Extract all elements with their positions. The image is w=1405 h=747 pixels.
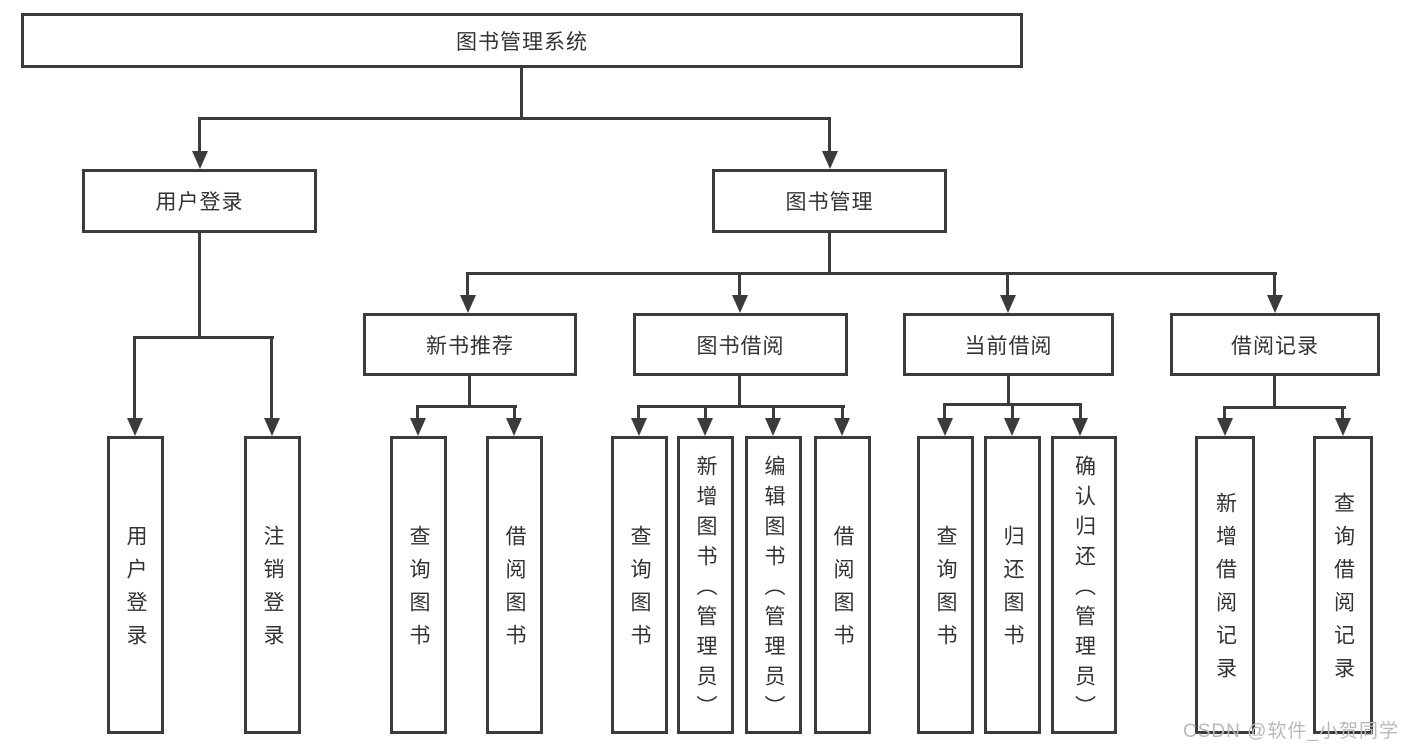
connector-line — [1273, 376, 1276, 409]
node-book-management: 图书管理 — [712, 169, 947, 233]
connector-line — [468, 376, 471, 407]
arrow-down-icon — [765, 418, 781, 436]
connector-line — [1223, 406, 1226, 418]
node-current-borrowing: 当前借阅 — [903, 313, 1114, 376]
arrow-down-icon — [1217, 418, 1233, 436]
arrow-down-icon — [506, 418, 522, 436]
connector-line — [513, 405, 516, 418]
connector-line — [943, 403, 946, 418]
connector-line — [704, 405, 707, 418]
connector-line — [1007, 376, 1010, 405]
leaf-edit-books-admin: 编辑图书（管理员） — [745, 436, 802, 734]
leaf-query-books-current: 查询图书 — [917, 436, 974, 734]
connector-line — [198, 117, 831, 120]
connector-line — [416, 405, 517, 408]
connector-line — [1223, 406, 1346, 409]
connector-line — [1341, 406, 1344, 418]
leaf-return-books: 归还图书 — [984, 436, 1041, 734]
arrow-down-icon — [1004, 418, 1020, 436]
connector-line — [466, 272, 1277, 275]
arrow-down-icon — [937, 418, 953, 436]
arrow-down-icon — [631, 418, 647, 436]
connector-line — [828, 117, 831, 151]
arrow-down-icon — [410, 418, 426, 436]
connector-line — [828, 233, 831, 275]
node-book-borrowing: 图书借阅 — [633, 313, 848, 376]
connector-line — [133, 336, 274, 339]
leaf-add-borrow-record: 新增借阅记录 — [1195, 436, 1255, 734]
arrow-down-icon — [1072, 418, 1088, 436]
leaf-query-books-recommend: 查询图书 — [390, 436, 447, 734]
connector-line — [520, 68, 523, 117]
connector-line — [637, 405, 640, 418]
connector-line — [1273, 272, 1276, 295]
node-new-book-recommendation: 新书推荐 — [363, 313, 577, 376]
leaf-user-login: 用户登录 — [107, 436, 164, 734]
leaf-confirm-return-admin: 确认归还（管理员） — [1051, 436, 1117, 734]
arrow-down-icon — [697, 418, 713, 436]
node-borrowing-records: 借阅记录 — [1170, 313, 1380, 376]
watermark: CSDN @软件_小贺同学 — [1183, 721, 1399, 742]
arrow-down-icon — [1000, 295, 1016, 313]
connector-line — [1011, 403, 1014, 418]
connector-line — [270, 336, 273, 418]
node-user-login: 用户登录 — [82, 169, 317, 233]
leaf-add-books-admin: 新增图书（管理员） — [677, 436, 734, 734]
node-library-system: 图书管理系统 — [21, 13, 1023, 68]
leaf-logout: 注销登录 — [244, 436, 301, 734]
connector-line — [133, 336, 136, 418]
connector-line — [772, 405, 775, 418]
connector-line — [198, 117, 201, 151]
arrow-down-icon — [1335, 418, 1351, 436]
arrow-down-icon — [192, 151, 208, 169]
leaf-query-borrow-record: 查询借阅记录 — [1313, 436, 1373, 734]
leaf-borrow-books-borrowing: 借阅图书 — [814, 436, 871, 734]
connector-line — [738, 272, 741, 295]
arrow-down-icon — [822, 151, 838, 169]
connector-line — [738, 376, 741, 407]
connector-line — [637, 405, 845, 408]
leaf-query-books-borrowing: 查询图书 — [611, 436, 668, 734]
arrow-down-icon — [264, 418, 280, 436]
connector-line — [841, 405, 844, 418]
leaf-borrow-books-recommend: 借阅图书 — [486, 436, 543, 734]
connector-line — [1079, 403, 1082, 418]
arrow-down-icon — [127, 418, 143, 436]
arrow-down-icon — [1267, 295, 1283, 313]
arrow-down-icon — [732, 295, 748, 313]
connector-line — [1006, 272, 1009, 295]
arrow-down-icon — [834, 418, 850, 436]
connector-line — [466, 272, 469, 295]
connector-line — [198, 233, 201, 338]
connector-line — [416, 405, 419, 418]
arrow-down-icon — [460, 295, 476, 313]
